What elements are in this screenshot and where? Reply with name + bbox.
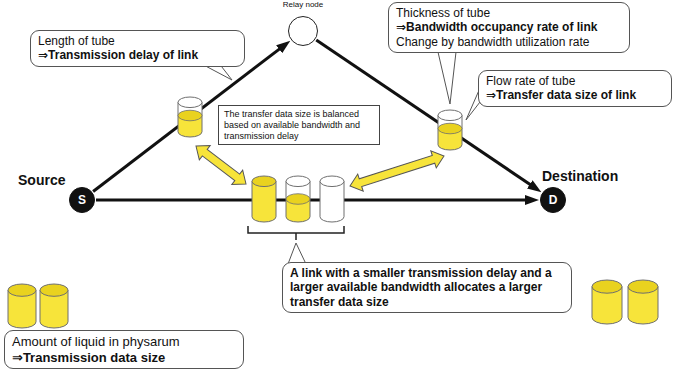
double-arrow [347, 147, 446, 194]
cylinder-top [592, 280, 622, 293]
node-label: Source [18, 172, 65, 189]
cylinder-top [628, 280, 658, 293]
cylinder-top [438, 110, 462, 121]
cylinder-body [320, 181, 344, 222]
tube-cylinder [592, 280, 622, 324]
callout-box: Thickness of tube⇒Bandwidth occupancy ra… [388, 2, 630, 53]
callout-text: ⇒Transmission data size [12, 350, 236, 366]
node-circle [288, 16, 318, 46]
callout-box: A link with a smaller transmission delay… [282, 262, 572, 313]
cylinder-outline [320, 181, 344, 222]
callout-text: ⇒Transfer data size of link [486, 88, 664, 102]
tube-cylinders [8, 97, 658, 328]
bracket [248, 226, 344, 240]
tube-cylinder [178, 97, 202, 137]
callout-box: Amount of liquid in physarum⇒Transmissio… [4, 330, 244, 369]
tube-cylinder [320, 176, 344, 222]
node-circle: D [540, 187, 566, 213]
balance-arrows [191, 139, 447, 195]
double-arrow [191, 139, 252, 191]
cylinder-outline [286, 181, 310, 222]
cylinder-top [252, 176, 276, 187]
callout-text: ⇒Bandwidth occupancy rate of link [396, 20, 622, 34]
cylinder-body [252, 181, 276, 222]
callout-tail [288, 243, 306, 264]
link-line [96, 199, 533, 202]
tube-cylinder [438, 110, 462, 150]
liquid-surface [178, 110, 202, 121]
tube-cylinder [40, 284, 68, 328]
cylinder-body [286, 181, 310, 222]
callout-text: A link with a smaller transmission delay… [290, 266, 564, 309]
tube-cylinder [252, 176, 276, 222]
network-node: SourceS [14, 172, 98, 216]
cylinder-liquid [252, 181, 276, 222]
callout-text: Length of tube [38, 34, 237, 48]
callout-text: Thickness of tube [396, 6, 622, 20]
cylinder-top [178, 97, 202, 108]
cylinder-top [286, 176, 310, 187]
callout-box: Flow rate of tube⇒Transfer data size of … [478, 70, 672, 107]
network-node: DestinationD [516, 168, 636, 216]
network-node: Relay node [278, 0, 328, 48]
tube-cylinder [628, 280, 658, 324]
node-circle: S [69, 187, 95, 213]
liquid-surface [438, 123, 462, 134]
callout-text: Flow rate of tube [486, 74, 664, 88]
callout-text: ⇒Transmission delay of link [38, 48, 237, 62]
tube-cylinder [8, 284, 36, 328]
callout-text: The transfer data size is balanced based… [224, 109, 374, 141]
callout-text: Amount of liquid in physarum [12, 334, 236, 350]
node-letter: S [78, 193, 86, 207]
callout-tail [438, 52, 456, 104]
cylinder-outline [252, 181, 276, 222]
cylinder-top [40, 284, 68, 296]
liquid-surface [286, 194, 310, 205]
node-letter: D [549, 193, 558, 207]
cylinder-top [320, 176, 344, 187]
node-label: Destination [542, 168, 618, 185]
callout-tails [198, 52, 480, 264]
note-box: The transfer data size is balanced based… [218, 105, 380, 145]
tube-cylinder [286, 176, 310, 222]
callout-box: Length of tube⇒Transmission delay of lin… [30, 30, 245, 67]
node-label: Relay node [278, 0, 328, 10]
cylinder-top [8, 284, 36, 296]
callout-text: Change by bandwidth utilization rate [396, 35, 622, 49]
